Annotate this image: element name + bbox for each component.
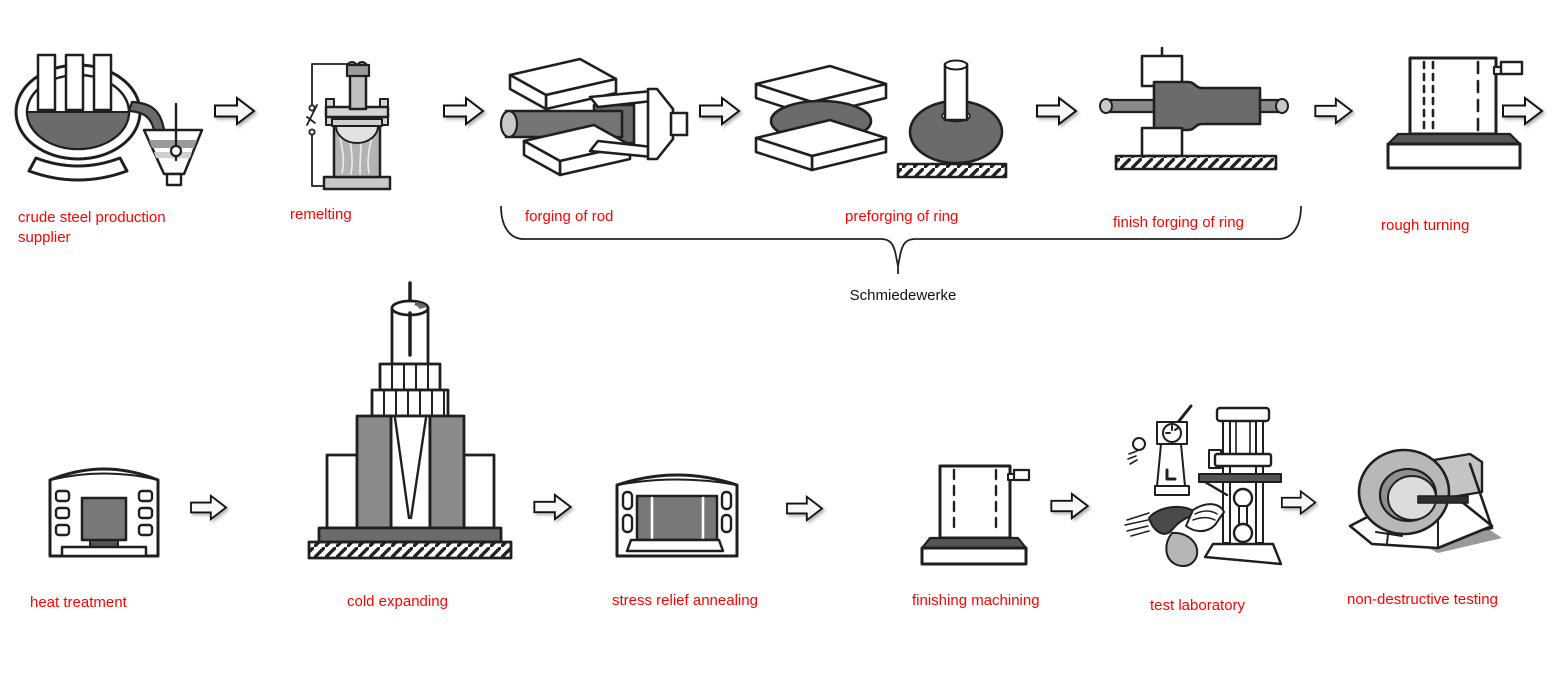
flow-arrow <box>1314 97 1353 125</box>
heat-treatment-furnace-icon <box>48 467 160 558</box>
flow-arrow <box>533 493 572 521</box>
flow-arrow <box>214 97 255 125</box>
flow-arrow <box>1036 97 1077 125</box>
flow-arrow <box>1281 490 1317 515</box>
step-label-heat-treatment: heat treatment <box>30 594 127 611</box>
rod-forging-dies-with-manipulator-icon <box>499 57 689 177</box>
schmiedewerke-brace <box>500 205 1302 274</box>
step-label-forging-of-rod: forging of rod <box>525 208 614 225</box>
step-label-cold-expanding: cold expanding <box>347 593 448 610</box>
step-label-preforging-of-ring: preforging of ring <box>845 208 959 225</box>
step-label-finish-forging-of-ring: finish forging of ring <box>1113 214 1244 231</box>
flow-arrow <box>190 494 228 521</box>
electroslag-remelting-furnace-icon <box>306 61 392 191</box>
finishing-turning-machine-icon <box>920 464 1031 566</box>
ladle-pouring-into-mold-icon <box>14 53 204 187</box>
step-label-non-destructive-testing: non-destructive testing <box>1347 591 1498 608</box>
ring-ndt-inspection-icon <box>1348 448 1502 553</box>
flow-arrow <box>443 97 484 125</box>
cold-expanding-press-icon <box>307 281 513 560</box>
step-label-finishing-machining: finishing machining <box>912 592 1040 609</box>
flow-arrow <box>699 97 740 125</box>
step-label-rough-turning: rough turning <box>1381 217 1470 234</box>
step-label-test-laboratory: test laboratory <box>1150 597 1246 614</box>
step-label-stress-relief-annealing: stress relief annealing <box>612 592 758 609</box>
upsetting-and-punching-ring-icon <box>754 59 1008 179</box>
step-label-crude-steel-production-supplier: crude steel production supplier <box>18 209 166 246</box>
flow-arrow <box>1502 97 1543 125</box>
step-label-remelting: remelting <box>290 206 352 223</box>
ring-rolling-mandrel-icon <box>1099 46 1289 171</box>
flow-arrow <box>786 495 823 522</box>
flow-arrow <box>1050 492 1089 520</box>
brace-label-schmiedewerke: Schmiedewerke <box>849 287 957 304</box>
annealing-furnace-icon <box>615 473 739 558</box>
vertical-turning-machine-icon <box>1386 56 1524 170</box>
test-lab-equipment-icon <box>1124 404 1283 568</box>
